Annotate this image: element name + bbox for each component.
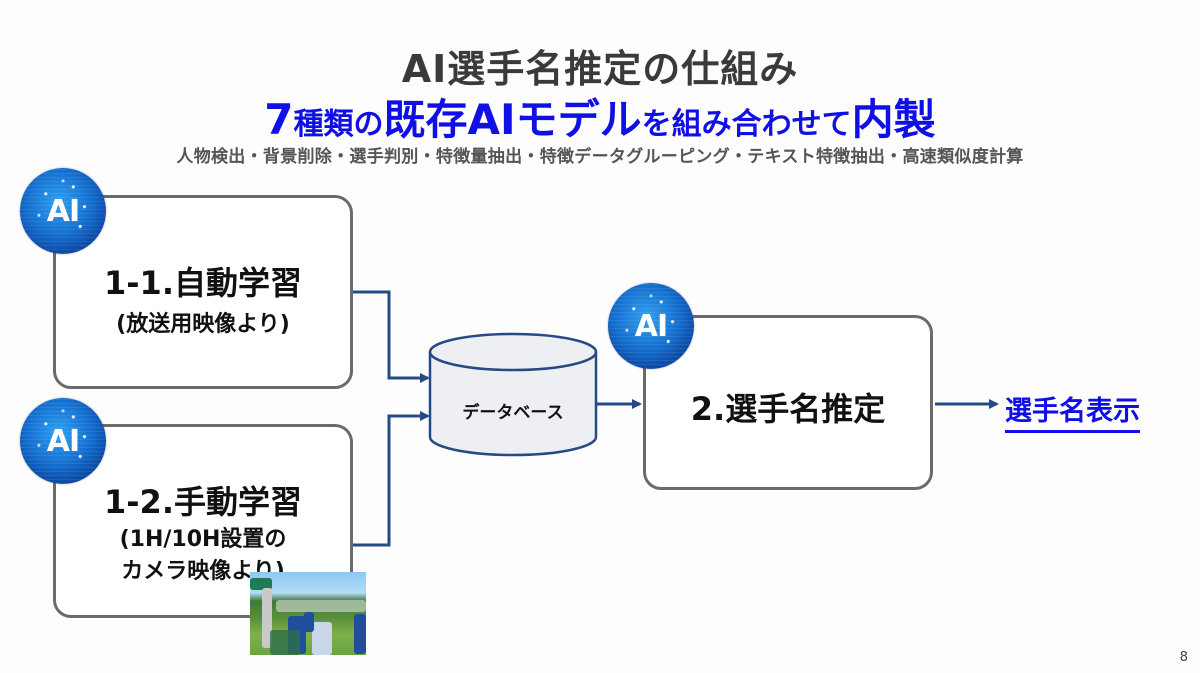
camera-photo-thumbnail bbox=[250, 572, 366, 655]
name-estimation-box: 2.選手名推定 bbox=[643, 315, 933, 490]
auto-learning-box: 1-1.自動学習 (放送用映像より) bbox=[53, 195, 353, 389]
photo-pole bbox=[262, 588, 272, 648]
auto-learning-title: 1-1.自動学習 bbox=[104, 264, 302, 302]
photo-tent bbox=[250, 578, 272, 590]
auto-learning-detail: (放送用映像より) bbox=[116, 312, 290, 337]
ai-badge-icon: AI bbox=[20, 398, 106, 484]
ai-models-list: 人物検出・背景削除・選手判別・特徴量抽出・特徴データグルーピング・テキスト特徴抽… bbox=[176, 147, 1024, 167]
subtitle-text-1: 種類の bbox=[293, 107, 384, 142]
subtitle-emphasis: 既存AIモデル bbox=[383, 95, 642, 144]
page-number: 8 bbox=[1179, 650, 1188, 665]
photo-person bbox=[304, 612, 314, 632]
database-cylinder bbox=[428, 332, 598, 457]
photo-person bbox=[354, 614, 366, 654]
ai-badge-icon: AI bbox=[20, 168, 106, 254]
slide-title: AI選手名推定の仕組み bbox=[401, 47, 799, 91]
name-estimation-title: 2.選手名推定 bbox=[690, 390, 886, 428]
connector-auto-to-db bbox=[353, 290, 430, 383]
ai-badge-icon: AI bbox=[608, 283, 694, 369]
ai-badge-label: AI bbox=[634, 308, 668, 344]
database-label: データベース bbox=[462, 403, 564, 423]
subtitle-emphasis-2: 内製 bbox=[851, 95, 936, 144]
photo-fence bbox=[270, 630, 300, 655]
ai-badge-label: AI bbox=[46, 423, 80, 459]
photo-crowd bbox=[276, 600, 366, 612]
connector-manual-to-db bbox=[353, 411, 430, 547]
manual-learning-detail-1: (1H/10H設置の bbox=[119, 527, 287, 552]
photo-person bbox=[312, 622, 332, 655]
player-name-display-link[interactable]: 選手名表示 bbox=[1005, 389, 1140, 433]
manual-learning-title: 1-2.手動学習 bbox=[104, 483, 302, 521]
ai-badge-label: AI bbox=[46, 193, 80, 229]
subtitle-count: 7 bbox=[264, 95, 294, 144]
subtitle-text-2: を組み合わせて bbox=[641, 107, 852, 142]
slide-subtitle: 7種類の既存AIモデルを組み合わせて内製 bbox=[0, 86, 1200, 147]
